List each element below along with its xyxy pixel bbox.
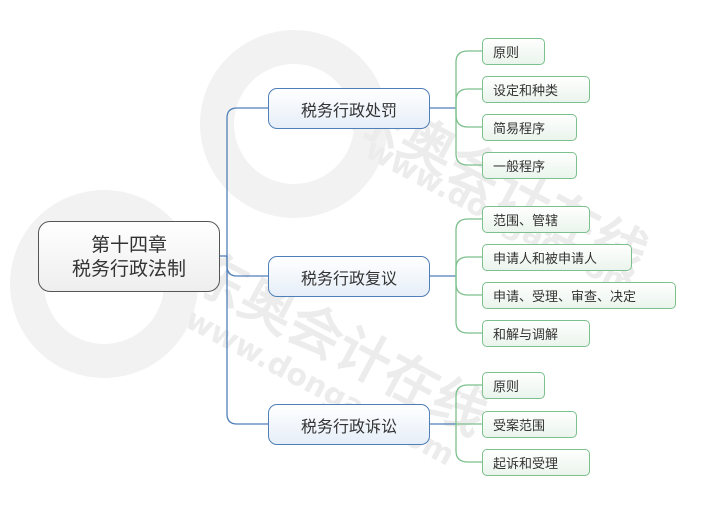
- leaf-node[interactable]: 受案范围: [482, 411, 577, 438]
- leaf-node[interactable]: 简易程序: [482, 114, 577, 141]
- leaf-label: 范围、管辖: [493, 214, 559, 229]
- leaf-node[interactable]: 起诉和受理: [482, 449, 590, 476]
- root-title-topic: 税务行政法制: [71, 257, 186, 280]
- leaf-label: 一般程序: [493, 160, 546, 175]
- branch-label: 税务行政复议: [300, 268, 397, 288]
- leaf-label: 起诉和受理: [493, 457, 559, 472]
- leaf-label: 申请、受理、审查、决定: [493, 290, 637, 305]
- leaf-node[interactable]: 设定和种类: [482, 76, 590, 103]
- leaf-node[interactable]: 申请人和被申请人: [482, 244, 632, 271]
- leaf-label: 和解与调解: [493, 328, 559, 343]
- leaf-node[interactable]: 和解与调解: [482, 320, 590, 347]
- leaf-label: 申请人和被申请人: [493, 252, 598, 267]
- leaf-node[interactable]: 申请、受理、审查、决定: [482, 282, 676, 309]
- root-node[interactable]: 第十四章 税务行政法制: [38, 221, 220, 292]
- leaf-label: 简易程序: [493, 122, 546, 137]
- branch-node-reconsideration[interactable]: 税务行政复议: [268, 256, 430, 297]
- branch-node-penalty[interactable]: 税务行政处罚: [268, 88, 430, 129]
- leaf-label: 原则: [493, 380, 520, 395]
- branch-node-litigation[interactable]: 税务行政诉讼: [268, 404, 430, 445]
- leaf-node[interactable]: 一般程序: [482, 152, 577, 179]
- leaf-node[interactable]: 范围、管辖: [482, 206, 590, 233]
- root-title-chapter: 第十四章: [90, 233, 167, 256]
- leaf-label: 设定和种类: [493, 84, 559, 99]
- leaf-node[interactable]: 原则: [482, 372, 545, 399]
- leaf-label: 受案范围: [493, 419, 546, 434]
- leaf-node[interactable]: 原则: [482, 38, 545, 65]
- leaf-label: 原则: [493, 46, 520, 61]
- branch-label: 税务行政处罚: [300, 100, 397, 120]
- branch-label: 税务行政诉讼: [300, 416, 397, 436]
